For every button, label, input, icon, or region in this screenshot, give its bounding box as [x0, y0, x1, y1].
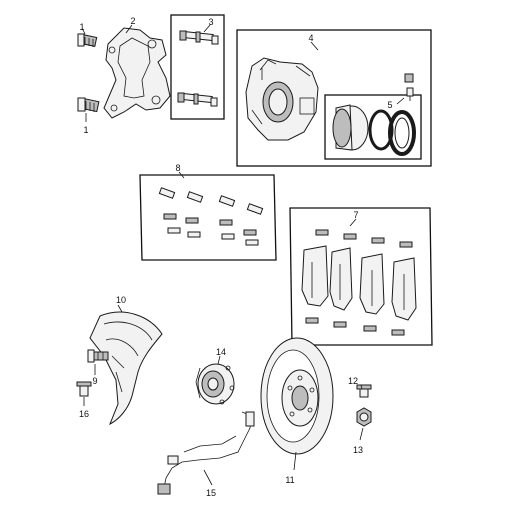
callout-13: 13: [353, 445, 363, 455]
callout-1-lower: 1: [83, 125, 88, 135]
hub-bearing: [195, 363, 235, 405]
callout-2: 2: [130, 16, 135, 26]
pad-clip-panel: [139, 174, 277, 261]
callout-12: 12: [348, 376, 358, 386]
callout-1-upper: 1: [79, 22, 84, 32]
pad-clip-set-lower: [163, 213, 259, 246]
caliper-piston: [332, 104, 369, 151]
caliper-body: [245, 57, 319, 141]
wheel-speed-sensor: [157, 411, 255, 495]
bleeder-screw: [404, 73, 414, 101]
callout-4: 4: [308, 33, 313, 43]
brake-rotor: [260, 337, 334, 455]
dust-boot: [388, 110, 416, 156]
shield-bolt: [87, 349, 109, 363]
caliper-bracket: [103, 27, 171, 119]
callout-14: 14: [216, 347, 226, 357]
callout-9: 9: [92, 376, 97, 386]
dust-shield: [89, 311, 163, 426]
bracket-bolt-upper: [77, 33, 98, 47]
guide-pin-lower: [177, 92, 218, 107]
guide-pin-upper: [179, 30, 219, 45]
pad-clip-set-upper: [158, 187, 264, 215]
callout-8: 8: [175, 163, 180, 173]
callout-16: 16: [79, 409, 89, 419]
callout-15: 15: [206, 488, 216, 498]
callout-3: 3: [208, 17, 213, 27]
brake-pad-set: [301, 229, 417, 336]
callout-10: 10: [116, 295, 126, 305]
bracket-bolt-lower: [77, 97, 100, 113]
stud: [76, 381, 92, 397]
hub-nut: [356, 407, 372, 427]
callout-5: 5: [387, 100, 392, 110]
callout-7: 7: [353, 210, 358, 220]
callout-11: 11: [285, 475, 294, 485]
small-bolt: [356, 384, 372, 398]
